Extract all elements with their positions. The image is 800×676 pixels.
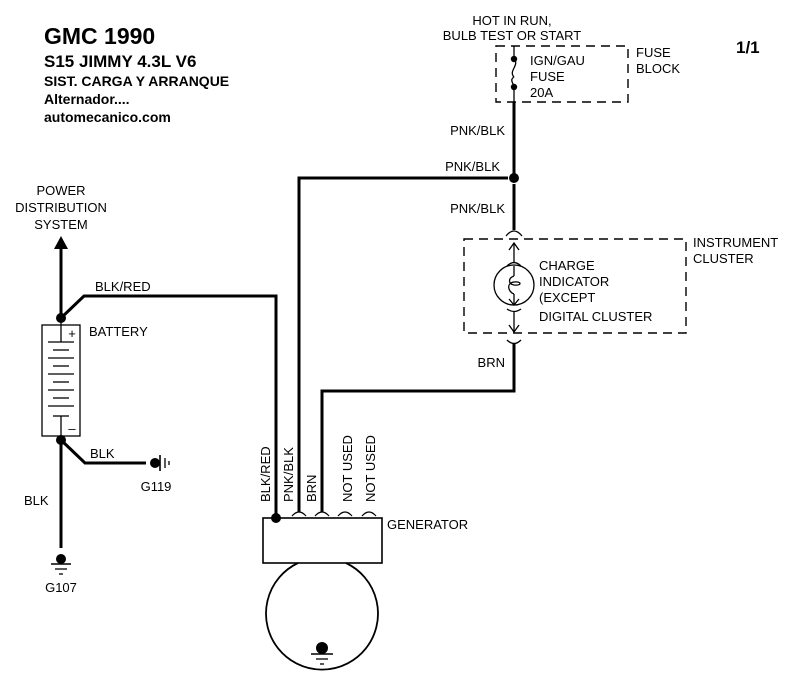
connector-icon	[505, 230, 523, 237]
instrument-cluster-outline	[463, 238, 687, 334]
arrow-up-icon	[54, 236, 68, 249]
instrument-cluster: INSTRUMENT CLUSTER CHARGE INDICATOR (EXC…	[463, 235, 778, 334]
wire-splice-to-generator: PNK/BLK	[297, 159, 508, 512]
system-name: SIST. CARGA Y ARRANQUE	[44, 73, 229, 89]
power-distribution-line2: DISTRIBUTION	[15, 200, 107, 215]
fuse-icon	[510, 46, 518, 102]
fuse-rating: 20A	[530, 85, 553, 100]
wire-label-battery-to-g107: BLK	[24, 493, 49, 508]
generator-terminal-brn-connector-icon	[314, 511, 330, 517]
generator-terminal-unused-1-connector-icon	[337, 511, 353, 517]
charge-indicator-line3: (EXCEPT	[539, 290, 595, 305]
supply-condition-line1: HOT IN RUN,	[472, 13, 551, 28]
splice-junction	[509, 173, 519, 183]
wire-cluster-to-generator: BRN	[320, 339, 522, 512]
battery-label: BATTERY	[89, 324, 148, 339]
wire-label-cluster-to-generator: BRN	[478, 355, 505, 370]
ground-g119-icon	[150, 455, 170, 471]
fuse-block-outline	[495, 45, 629, 103]
generator-terminal-label-4: NOT USED	[340, 435, 355, 502]
generator-ground-point	[316, 642, 328, 654]
generator-body-icon	[265, 562, 379, 671]
battery-negative-sign: –	[68, 421, 76, 436]
charge-indicator-line2: INDICATOR	[539, 274, 609, 289]
generator-terminal-label-3: BRN	[304, 475, 319, 502]
wire-label-battery-positive: BLK/RED	[95, 279, 151, 294]
diagram-title: GMC 1990	[44, 23, 155, 49]
ground-g107-label: G107	[45, 580, 77, 595]
wire-fuse-to-splice: PNK/BLK	[450, 102, 516, 178]
wire-label-battery-to-g119: BLK	[90, 446, 115, 461]
generator-label: GENERATOR	[387, 517, 468, 532]
charge-indicator-bulb-icon	[493, 241, 535, 334]
header: GMC 1990 S15 JIMMY 4.3L V6 SIST. CARGA Y…	[44, 23, 760, 125]
wire-label-splice-to-generator: PNK/BLK	[445, 159, 500, 174]
instrument-cluster-label-line1: INSTRUMENT	[693, 235, 778, 250]
generator: BLK/RED PNK/BLK BRN NOT USED NOT USED GE…	[258, 435, 468, 671]
section-name: Alternador....	[44, 91, 130, 107]
fuse-block-label-line1: FUSE	[636, 45, 671, 60]
wire-splice-to-cluster: PNK/BLK	[450, 184, 523, 237]
ground-g119-label: G119	[141, 479, 172, 494]
wire-battery-to-g107: BLK	[24, 440, 63, 548]
generator-terminal-label-1: BLK/RED	[258, 446, 273, 502]
generator-connector-housing	[262, 517, 383, 564]
connector-icon	[506, 339, 522, 345]
fuse-block: HOT IN RUN, BULB TEST OR START FUSE BLOC…	[443, 13, 680, 103]
wire-battery-to-g119: BLK	[59, 438, 146, 465]
fuse-type: FUSE	[530, 69, 565, 84]
charge-indicator-line1: CHARGE	[539, 258, 595, 273]
charge-indicator-line4: DIGITAL CLUSTER	[539, 309, 652, 324]
generator-terminal-unused-2-connector-icon	[361, 511, 377, 517]
power-distribution-line1: POWER	[36, 183, 85, 198]
instrument-cluster-label-line2: CLUSTER	[693, 251, 754, 266]
generator-terminal-label-5: NOT USED	[363, 435, 378, 502]
vehicle-model: S15 JIMMY 4.3L V6	[44, 52, 196, 71]
power-distribution-line3: SYSTEM	[34, 217, 87, 232]
wire-label-splice-to-cluster: PNK/BLK	[450, 201, 505, 216]
fuse-block-label-line2: BLOCK	[636, 61, 680, 76]
supply-condition-line2: BULB TEST OR START	[443, 28, 582, 43]
page-indicator: 1/1	[736, 38, 760, 57]
website-label: automecanico.com	[44, 109, 171, 125]
ground-g107-icon	[51, 554, 71, 575]
generator-terminal-label-2: PNK/BLK	[281, 447, 296, 502]
wire-battery-positive: BLK/RED	[59, 279, 278, 520]
power-distribution: POWER DISTRIBUTION SYSTEM	[15, 183, 107, 318]
wire-label-fuse-to-splice: PNK/BLK	[450, 123, 505, 138]
battery-positive-sign: +	[68, 326, 76, 341]
battery-icon: + –	[41, 320, 81, 440]
generator-ground-icon	[311, 653, 333, 665]
fuse-name: IGN/GAU	[530, 53, 585, 68]
generator-terminal-pnk-blk-connector-icon	[291, 511, 307, 517]
